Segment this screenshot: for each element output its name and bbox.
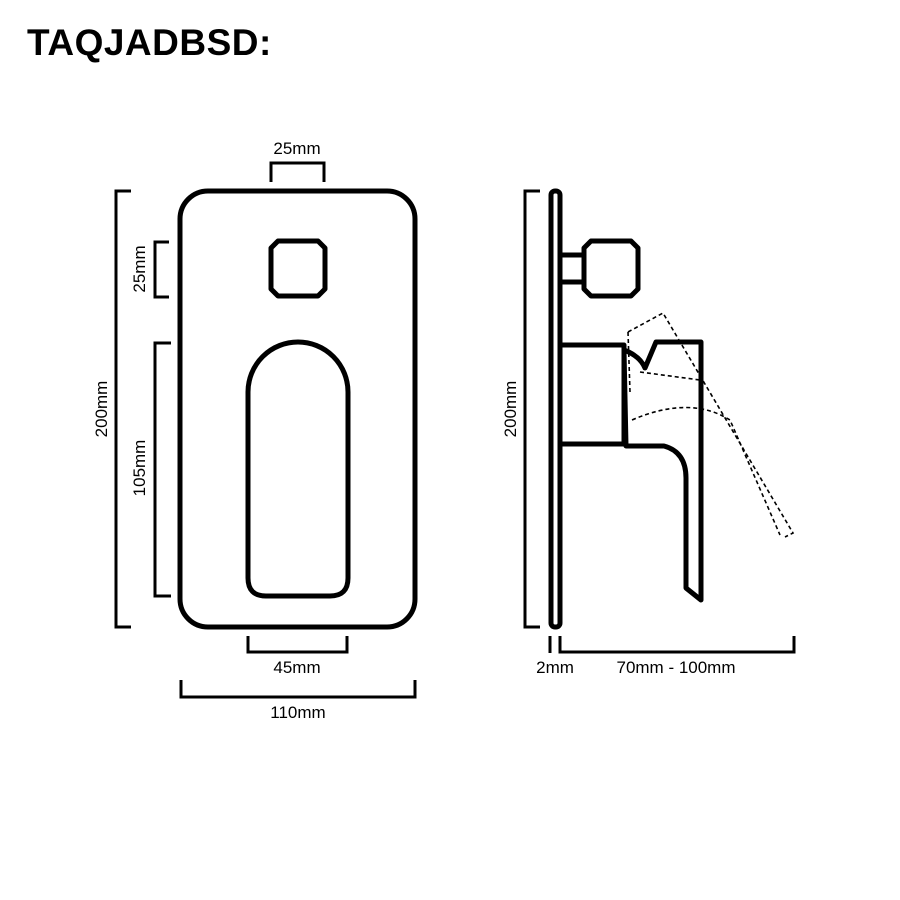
front-view xyxy=(177,188,418,630)
dim-front-total-width: 110mm xyxy=(179,680,417,722)
side-knob-stem xyxy=(557,252,587,285)
side-body xyxy=(557,342,627,447)
dim-label-front-handle-width: 45mm xyxy=(273,658,320,677)
dim-side-projection: 70mm - 100mm xyxy=(558,636,796,677)
dim-label-front-total-height: 200mm xyxy=(92,381,111,438)
dim-front-knob-height: 25mm xyxy=(130,240,169,299)
dim-label-side-total-height: 200mm xyxy=(501,381,520,438)
side-knob xyxy=(581,238,641,299)
dim-side-total-height: 200mm xyxy=(501,189,540,629)
dim-front-handle-width: 45mm xyxy=(246,636,349,677)
dim-label-front-top-width: 25mm xyxy=(273,139,320,158)
dim-side-plate-thickness: 2mm xyxy=(536,636,574,677)
dim-front-total-height: 200mm xyxy=(92,189,131,629)
front-knob xyxy=(268,238,328,299)
side-view xyxy=(548,188,795,630)
side-lever-alt-position xyxy=(627,311,795,538)
product-code-title: TAQJADBSD: xyxy=(27,22,272,63)
dim-label-side-plate-thickness: 2mm xyxy=(536,658,574,677)
dim-label-front-total-width: 110mm xyxy=(270,703,325,722)
dim-front-handle-height: 105mm xyxy=(130,341,171,598)
front-handle-cutout xyxy=(245,339,351,599)
dim-label-side-projection: 70mm - 100mm xyxy=(616,658,735,677)
dim-front-top-width: 25mm xyxy=(269,139,326,182)
front-plate xyxy=(177,188,418,630)
dim-label-front-handle-height: 105mm xyxy=(130,440,149,497)
side-lever-handle xyxy=(621,339,704,603)
dim-label-front-knob-height: 25mm xyxy=(130,245,149,292)
